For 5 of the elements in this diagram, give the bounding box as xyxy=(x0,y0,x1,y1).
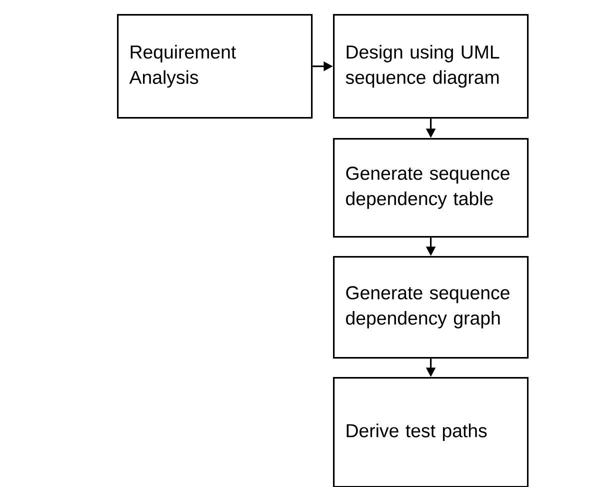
process-box: Derive test paths xyxy=(333,377,529,487)
process-box: Generate sequence dependency table xyxy=(333,138,529,238)
process-box: Requirement Analysis xyxy=(117,14,313,119)
process-box: Design using UML sequence diagram xyxy=(333,14,529,119)
process-box: Generate sequence dependency graph xyxy=(333,256,529,359)
